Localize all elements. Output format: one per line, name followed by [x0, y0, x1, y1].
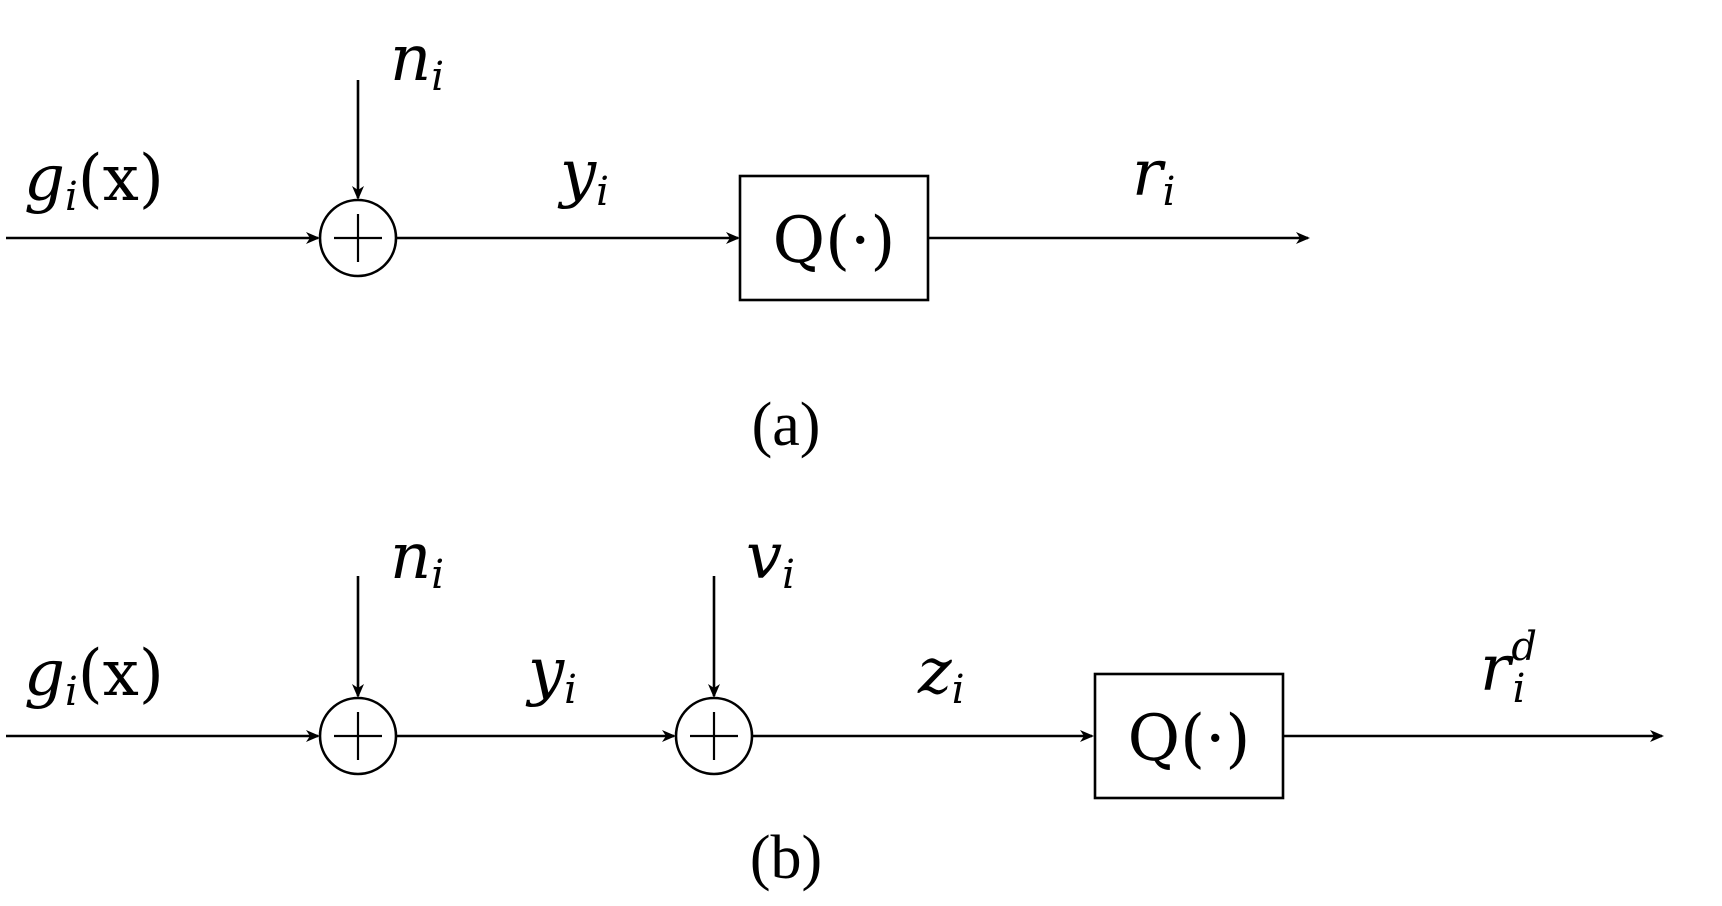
mid-label-a: yi: [557, 137, 609, 215]
output-label-b: rid: [1480, 624, 1537, 712]
quantizer-block-b: Q(·): [1093, 672, 1285, 800]
diagram-a: gi(x) ni yi Q(·) ri (a): [6, 22, 1310, 459]
output-label-a: ri: [1132, 137, 1175, 215]
sum-junction-b1: [318, 696, 398, 776]
noise-label-a: ni: [390, 22, 444, 100]
quantizer-label-b: Q(·): [1128, 702, 1251, 776]
diagram-b: gi(x) ni yi vi: [6, 520, 1664, 892]
noise-label-b: ni: [390, 520, 444, 598]
quantizer-label-a: Q(·): [773, 204, 896, 278]
sum-junction-b2: [674, 696, 754, 776]
caption-b: (b): [750, 824, 822, 892]
quantizer-block-a: Q(·): [738, 174, 930, 302]
dither-label-b: vi: [746, 520, 795, 598]
sum-junction-a: [318, 198, 398, 278]
input-label-a: gi(x): [24, 142, 164, 220]
caption-a: (a): [752, 391, 821, 459]
input-label-b: gi(x): [24, 637, 164, 715]
mid-label-b: yi: [525, 635, 577, 713]
dithered-label-b: zi: [917, 635, 965, 713]
